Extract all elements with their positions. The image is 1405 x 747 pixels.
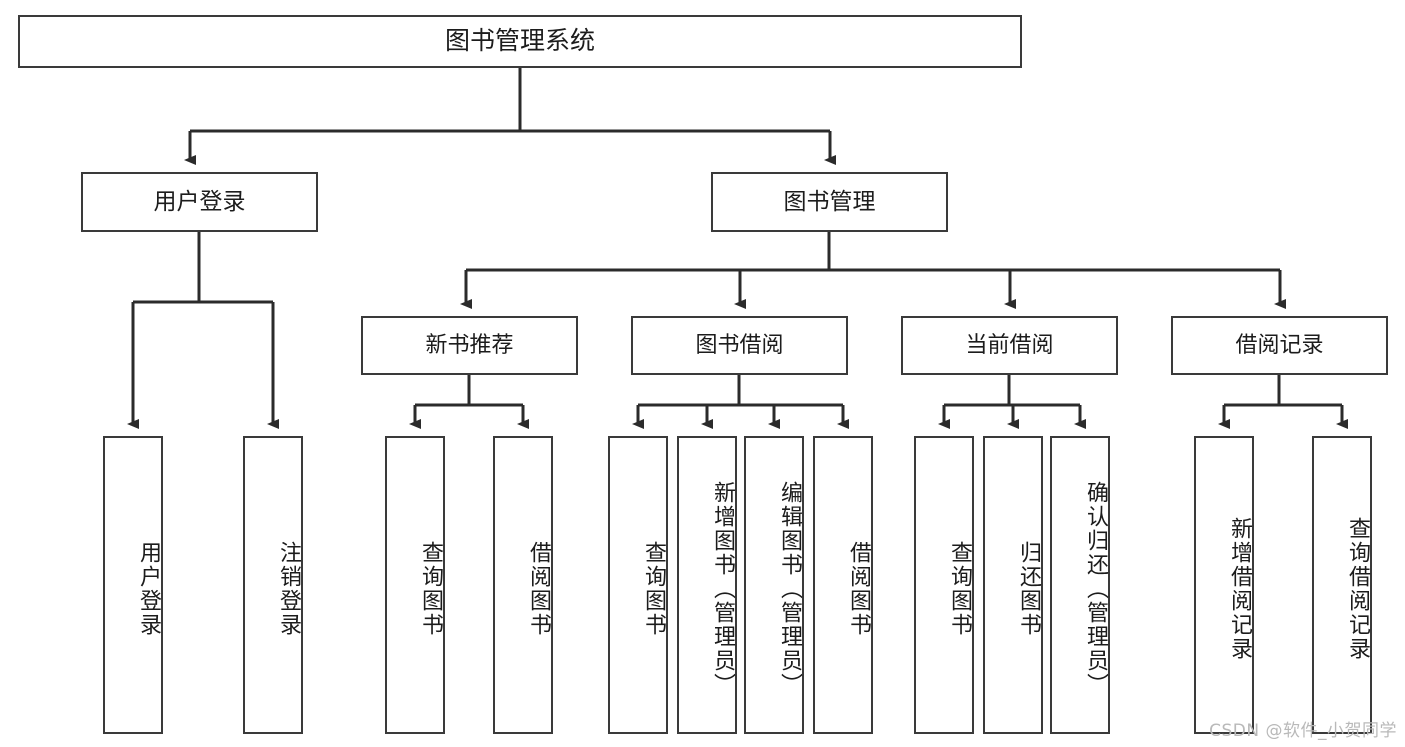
leaf-book-borrow-edit[interactable]: 编辑图书（管理员） (744, 436, 804, 734)
leaf-book-borrow-query[interactable]: 查询图书 (608, 436, 668, 734)
node-label: 借阅图书 (526, 541, 551, 637)
node-label: 用户登录 (153, 188, 246, 215)
node-borrow-record[interactable]: 借阅记录 (1171, 316, 1388, 375)
leaf-borrow-record-query[interactable]: 查询借阅记录 (1312, 436, 1372, 734)
node-label: 归还图书 (1016, 541, 1041, 637)
watermark-text: CSDN @软件_小贺同学 (1209, 721, 1397, 741)
leaf-book-borrow-borrow[interactable]: 借阅图书 (813, 436, 873, 734)
node-label: 查询图书 (947, 541, 972, 637)
node-label: 图书管理系统 (444, 26, 595, 56)
leaf-borrow-record-add[interactable]: 新增借阅记录 (1194, 436, 1254, 734)
node-label: 图书管理 (783, 188, 876, 215)
node-current-borrow[interactable]: 当前借阅 (901, 316, 1118, 375)
node-label: 用户登录 (136, 541, 161, 637)
node-label: 图书借阅 (695, 332, 784, 358)
node-label: 查询借阅记录 (1345, 517, 1370, 661)
node-label: 查询图书 (641, 541, 666, 637)
node-label: 确认归还（管理员） (1083, 481, 1108, 697)
node-label: 编辑图书（管理员） (777, 481, 802, 697)
node-label: 借阅记录 (1235, 332, 1324, 358)
node-book-borrow[interactable]: 图书借阅 (631, 316, 848, 375)
leaf-current-borrow-query[interactable]: 查询图书 (914, 436, 974, 734)
node-label: 当前借阅 (965, 332, 1054, 358)
node-label: 新书推荐 (425, 332, 514, 358)
leaf-current-borrow-confirm-return[interactable]: 确认归还（管理员） (1050, 436, 1110, 734)
leaf-current-borrow-return[interactable]: 归还图书 (983, 436, 1043, 734)
leaf-user-login-login[interactable]: 用户登录 (103, 436, 163, 734)
leaf-user-login-logout[interactable]: 注销登录 (243, 436, 303, 734)
node-label: 查询图书 (418, 541, 443, 637)
node-root-book-management-system[interactable]: 图书管理系统 (18, 15, 1022, 68)
node-user-login[interactable]: 用户登录 (81, 172, 318, 232)
leaf-book-borrow-add[interactable]: 新增图书（管理员） (677, 436, 737, 734)
node-label: 新增借阅记录 (1227, 517, 1252, 661)
node-label: 新增图书（管理员） (710, 481, 735, 697)
node-label: 借阅图书 (846, 541, 871, 637)
leaf-new-book-query[interactable]: 查询图书 (385, 436, 445, 734)
leaf-new-book-borrow[interactable]: 借阅图书 (493, 436, 553, 734)
node-label: 注销登录 (276, 541, 301, 637)
node-book-management[interactable]: 图书管理 (711, 172, 948, 232)
node-new-book-recommend[interactable]: 新书推荐 (361, 316, 578, 375)
